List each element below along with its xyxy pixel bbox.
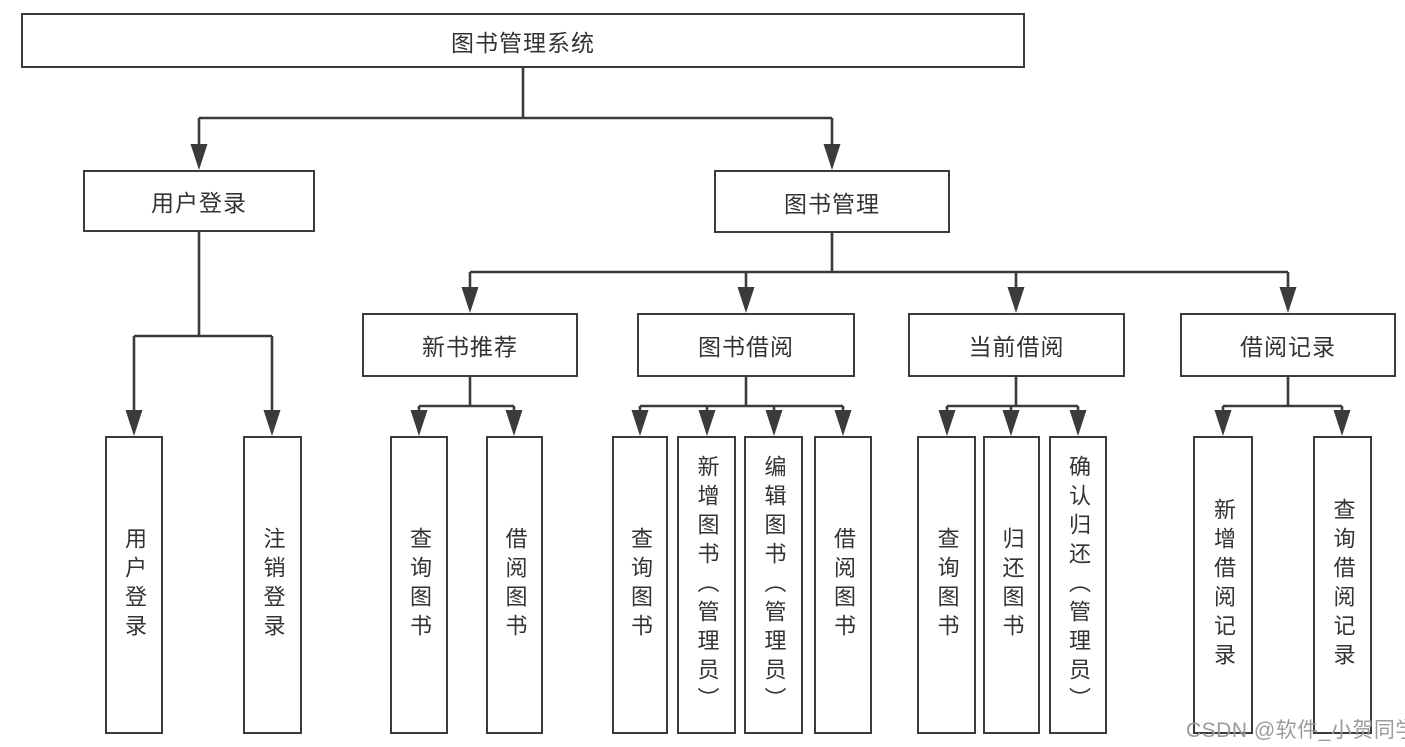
connector-new-book-children xyxy=(410,377,523,436)
connector-current-borrow-children xyxy=(938,377,1087,436)
node-label: 查询图书 xyxy=(934,527,960,643)
node-library-management-system: 图书管理系统 xyxy=(21,13,1025,68)
node-label: 借阅图书 xyxy=(831,527,856,643)
leaf-edit-book-admin: 编辑图书（管理员） xyxy=(744,436,803,734)
leaf-add-borrow-record: 新增借阅记录 xyxy=(1193,436,1253,734)
node-label: 归还图书 xyxy=(999,527,1025,643)
leaf-query-books-under-current: 查询图书 xyxy=(917,436,976,734)
leaf-return-book: 归还图书 xyxy=(983,436,1040,734)
node-label: 编辑图书（管理员） xyxy=(761,454,787,716)
node-new-book-recommend: 新书推荐 xyxy=(362,313,578,377)
node-label: 借阅图书 xyxy=(502,527,528,643)
leaf-confirm-return-admin: 确认归还（管理员） xyxy=(1049,436,1107,734)
node-label: 确认归还（管理员） xyxy=(1066,454,1091,716)
node-label: 用户登录 xyxy=(122,527,147,643)
node-label: 图书管理系统 xyxy=(451,29,595,56)
leaf-user-login: 用户登录 xyxy=(105,436,163,734)
connector-book-borrow-children xyxy=(631,377,852,436)
node-book-management: 图书管理 xyxy=(714,170,950,233)
node-label: 查询借阅记录 xyxy=(1330,498,1356,672)
node-borrow-records: 借阅记录 xyxy=(1180,313,1396,377)
leaf-query-books-under-new-book: 查询图书 xyxy=(390,436,448,734)
connector-book-mgmt-children xyxy=(461,233,1297,313)
node-label: 用户登录 xyxy=(151,190,247,216)
leaf-query-borrow-record: 查询借阅记录 xyxy=(1313,436,1372,734)
node-label: 查询图书 xyxy=(628,527,653,643)
leaf-query-books-under-borrow: 查询图书 xyxy=(612,436,668,734)
node-label: 查询图书 xyxy=(407,527,432,643)
node-label: 当前借阅 xyxy=(968,334,1065,360)
node-current-borrow: 当前借阅 xyxy=(908,313,1125,377)
leaf-borrow-books-under-new-book: 借阅图书 xyxy=(486,436,543,734)
node-label: 图书借阅 xyxy=(698,334,794,360)
node-label: 新增借阅记录 xyxy=(1211,498,1236,672)
node-label: 借阅记录 xyxy=(1240,334,1336,360)
csdn-watermark: CSDN @软件_小贺同学 xyxy=(1186,719,1405,742)
node-user-login: 用户登录 xyxy=(83,170,315,232)
leaf-logout-login: 注销登录 xyxy=(243,436,302,734)
connector-user-login-children xyxy=(125,232,281,436)
connector-root-to-level2 xyxy=(190,68,841,170)
node-label: 新增图书（管理员） xyxy=(694,454,720,716)
connector-borrow-records-children xyxy=(1214,377,1351,436)
node-book-borrow: 图书借阅 xyxy=(637,313,855,377)
node-label: 图书管理 xyxy=(784,190,880,217)
node-label: 新书推荐 xyxy=(422,334,518,360)
leaf-borrow-books-under-borrow: 借阅图书 xyxy=(814,436,872,734)
leaf-add-book-admin: 新增图书（管理员） xyxy=(677,436,736,734)
node-label: 注销登录 xyxy=(260,527,286,643)
